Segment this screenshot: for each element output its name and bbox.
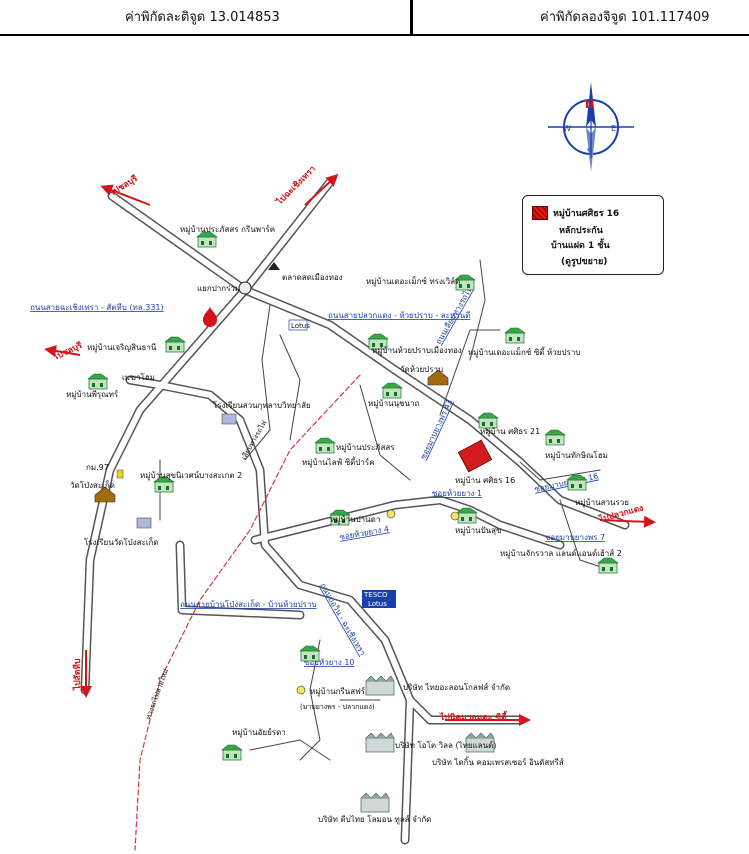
place-sasithorn-21: หมู่บ้าน ศศิธร 21 [480, 427, 540, 437]
legend-line-3: บ้านแฝด 1 ชั้น [551, 241, 610, 251]
place-jaroen: หมู่บ้านเจริญสินธานี [87, 343, 157, 353]
marker-g-icon [386, 509, 396, 519]
place-labels: หมู่บ้านประภัสสร กรีนพาร์ค ตลาดสดเมืองทอ… [66, 224, 629, 825]
pin-icon [203, 306, 217, 327]
place-phongthep-sub: (มาบยางพร - ปลวกแดง) [300, 703, 375, 711]
place-yaek: แยกปากร่วม [197, 284, 240, 293]
coordinate-header: ค่าพิกัดละติจูด 13.014853 ค่าพิกัดลองจิจ… [0, 0, 749, 36]
target-plot-marker[interactable] [457, 439, 493, 473]
tesco-label: TESCO [363, 591, 388, 599]
lotus-small-icon [288, 319, 308, 331]
place-panpanda: หมู่บ้านปานดา [330, 515, 380, 525]
junction-icon [238, 281, 252, 295]
place-green-park: หมู่บ้านประภัสสร กรีนพาร์ค [180, 224, 275, 235]
soi-10-label: ซอยหัวยาง 10 [304, 658, 355, 667]
place-dallec: หมู่บ้านเดอะแม็กซ์ ซิตี้ ห้วยปราบ [468, 346, 580, 358]
compass-w: W [563, 124, 571, 133]
place-mekha: เมฆาโฮม [122, 372, 155, 382]
place-sukniwet: หมู่บ้านสุขนิเวศน์บางสะเกต 2 [140, 470, 242, 481]
marker-1-icon [296, 685, 306, 695]
soi-7-label: ซอยมาบยางพร 7 [545, 533, 605, 542]
school-icon [221, 413, 237, 425]
place-wat-huay-prap: วัดห้วยปราบ [400, 365, 443, 374]
longitude-label: ค่าพิกัดลองจิจูด 101.117409 [540, 10, 710, 25]
compass-rose: N S E W [548, 82, 634, 172]
place-phongthep: หมู่บ้านกรีนสฟร์ [310, 686, 366, 697]
place-suanruay: หมู่บ้านสวนรวย [575, 498, 629, 508]
road-pluakdaeng-label: ถนนสายปลวกแดง - ห้วยปราบ - ละหานดี [328, 311, 470, 320]
legend-line-2: หลักประกัน [559, 226, 603, 236]
place-pannasuk: หมู่บ้านปันสุข [455, 526, 501, 536]
road-bowin-label: ถนนสายบ้านโป่งสะเก็ด - บ้านห้วยปราบ [180, 599, 317, 609]
rail-label: ทางรถไฟสายใหม่ [143, 667, 170, 720]
lotus-store-icon [362, 590, 396, 608]
bell-icon [116, 469, 124, 479]
header-divider [410, 0, 413, 34]
temple-icon [427, 369, 449, 386]
place-datai: บริษัท ดีบไทย โลมอน ทูลส์ จำกัด [318, 814, 431, 825]
place-thaisoon: บริษัท ไทยอะลอนโกลฟส์ จำกัด [403, 682, 510, 692]
place-comprezzor: บริษัท ไดกิ้น คอมเพรสเซอร์ อินดัสทรีส์ [432, 756, 564, 767]
legend-line-1: หมู่บ้านศศิธร 16 [553, 209, 620, 219]
dir-to-amata: ไปนิคมฯอมตะ ซิตี้ [439, 710, 508, 723]
place-school-pong: โรงเรียนวัดโป่งสะเก็ด [84, 537, 159, 547]
dir-to-chonburi-left: ไปชลบุรี [51, 340, 85, 364]
place-life-city: หมู่บ้านไลฟ์ ซิตี้ปาร์ค [302, 456, 375, 468]
legend-box: หมู่บ้านศศิธร 16 หลักประกัน บ้านแฝด 1 ชั… [522, 195, 664, 275]
place-sasithorn-16: หมู่บ้าน ศศิธร 16 [455, 476, 515, 486]
place-talad: ตลาดสดเมืองทอง [282, 273, 343, 282]
place-hakim: หมู่บ้านทักษิณโฮม [545, 450, 608, 461]
place-prapassorn: หมู่บ้านประภัสสร [336, 443, 395, 453]
temple-icon [94, 486, 116, 503]
compass-n: N [585, 98, 594, 111]
legend-line-4: (ดูรูปขยาย) [561, 257, 608, 267]
soi-16-label: ซอยมาบยางพร 16 [534, 472, 600, 494]
lotus-small-label: Lotus [291, 322, 310, 330]
place-toyota: บริษัท โอโต วิลล (ไทยแลนด์) [395, 740, 496, 750]
compass-s: S [587, 147, 592, 156]
compass-e: E [611, 124, 616, 133]
road-331-label: ถนนสายฉะเชิงเทรา - สัตหีบ (ทล.331) [30, 303, 164, 312]
soi-43-label: ซอยมาบยางพร 43 [419, 398, 455, 461]
place-km97: กม.97 [86, 463, 109, 472]
place-wat-pong: วัดโป่งสะเก็ด [70, 480, 115, 490]
road-network [80, 177, 630, 851]
place-dalexiy: หมู่บ้านเดอะเม็กซ์ ทรงเวิล์ด [366, 276, 460, 287]
soi-huayyang-4-label: ซอยห้วยยาง 4 [339, 524, 390, 542]
lotus-main-label: Lotus [368, 600, 387, 608]
place-huay-prap: หมู่บ้านห้วยปราบเมืองทอง [372, 346, 462, 356]
place-chakrawan: หมู่บ้านจักรวาล แลนด์แอนด์เฮ้าส์ 2 [500, 548, 622, 559]
dir-to-sattahip: ไปสัตหีบ [72, 659, 83, 691]
school-icon [136, 517, 152, 529]
direction-arrows [44, 173, 656, 726]
soi-nongmai-label: ซอยห้วยยาง 1 [432, 489, 482, 498]
place-school-1: โรงเรียนสวนกุหลาบวิทยาลัย [213, 400, 311, 410]
place-phirunrat: หมู่บ้านพีรุณทร์ [66, 389, 119, 400]
road-bowin-vertical-label: ถนนบ่อวิน - ฉะเชิงเทรา [318, 582, 367, 658]
market-icon [268, 262, 280, 270]
place-noonaron: หมู่บ้านนุชนาถ [368, 399, 419, 409]
place-suwan: หมู่บ้านอัยย์รดา [232, 727, 286, 738]
latitude-label: ค่าพิกัดละติจูด 13.014853 [125, 10, 280, 25]
marker-b-icon [450, 511, 460, 521]
legend-swatch [532, 206, 548, 220]
